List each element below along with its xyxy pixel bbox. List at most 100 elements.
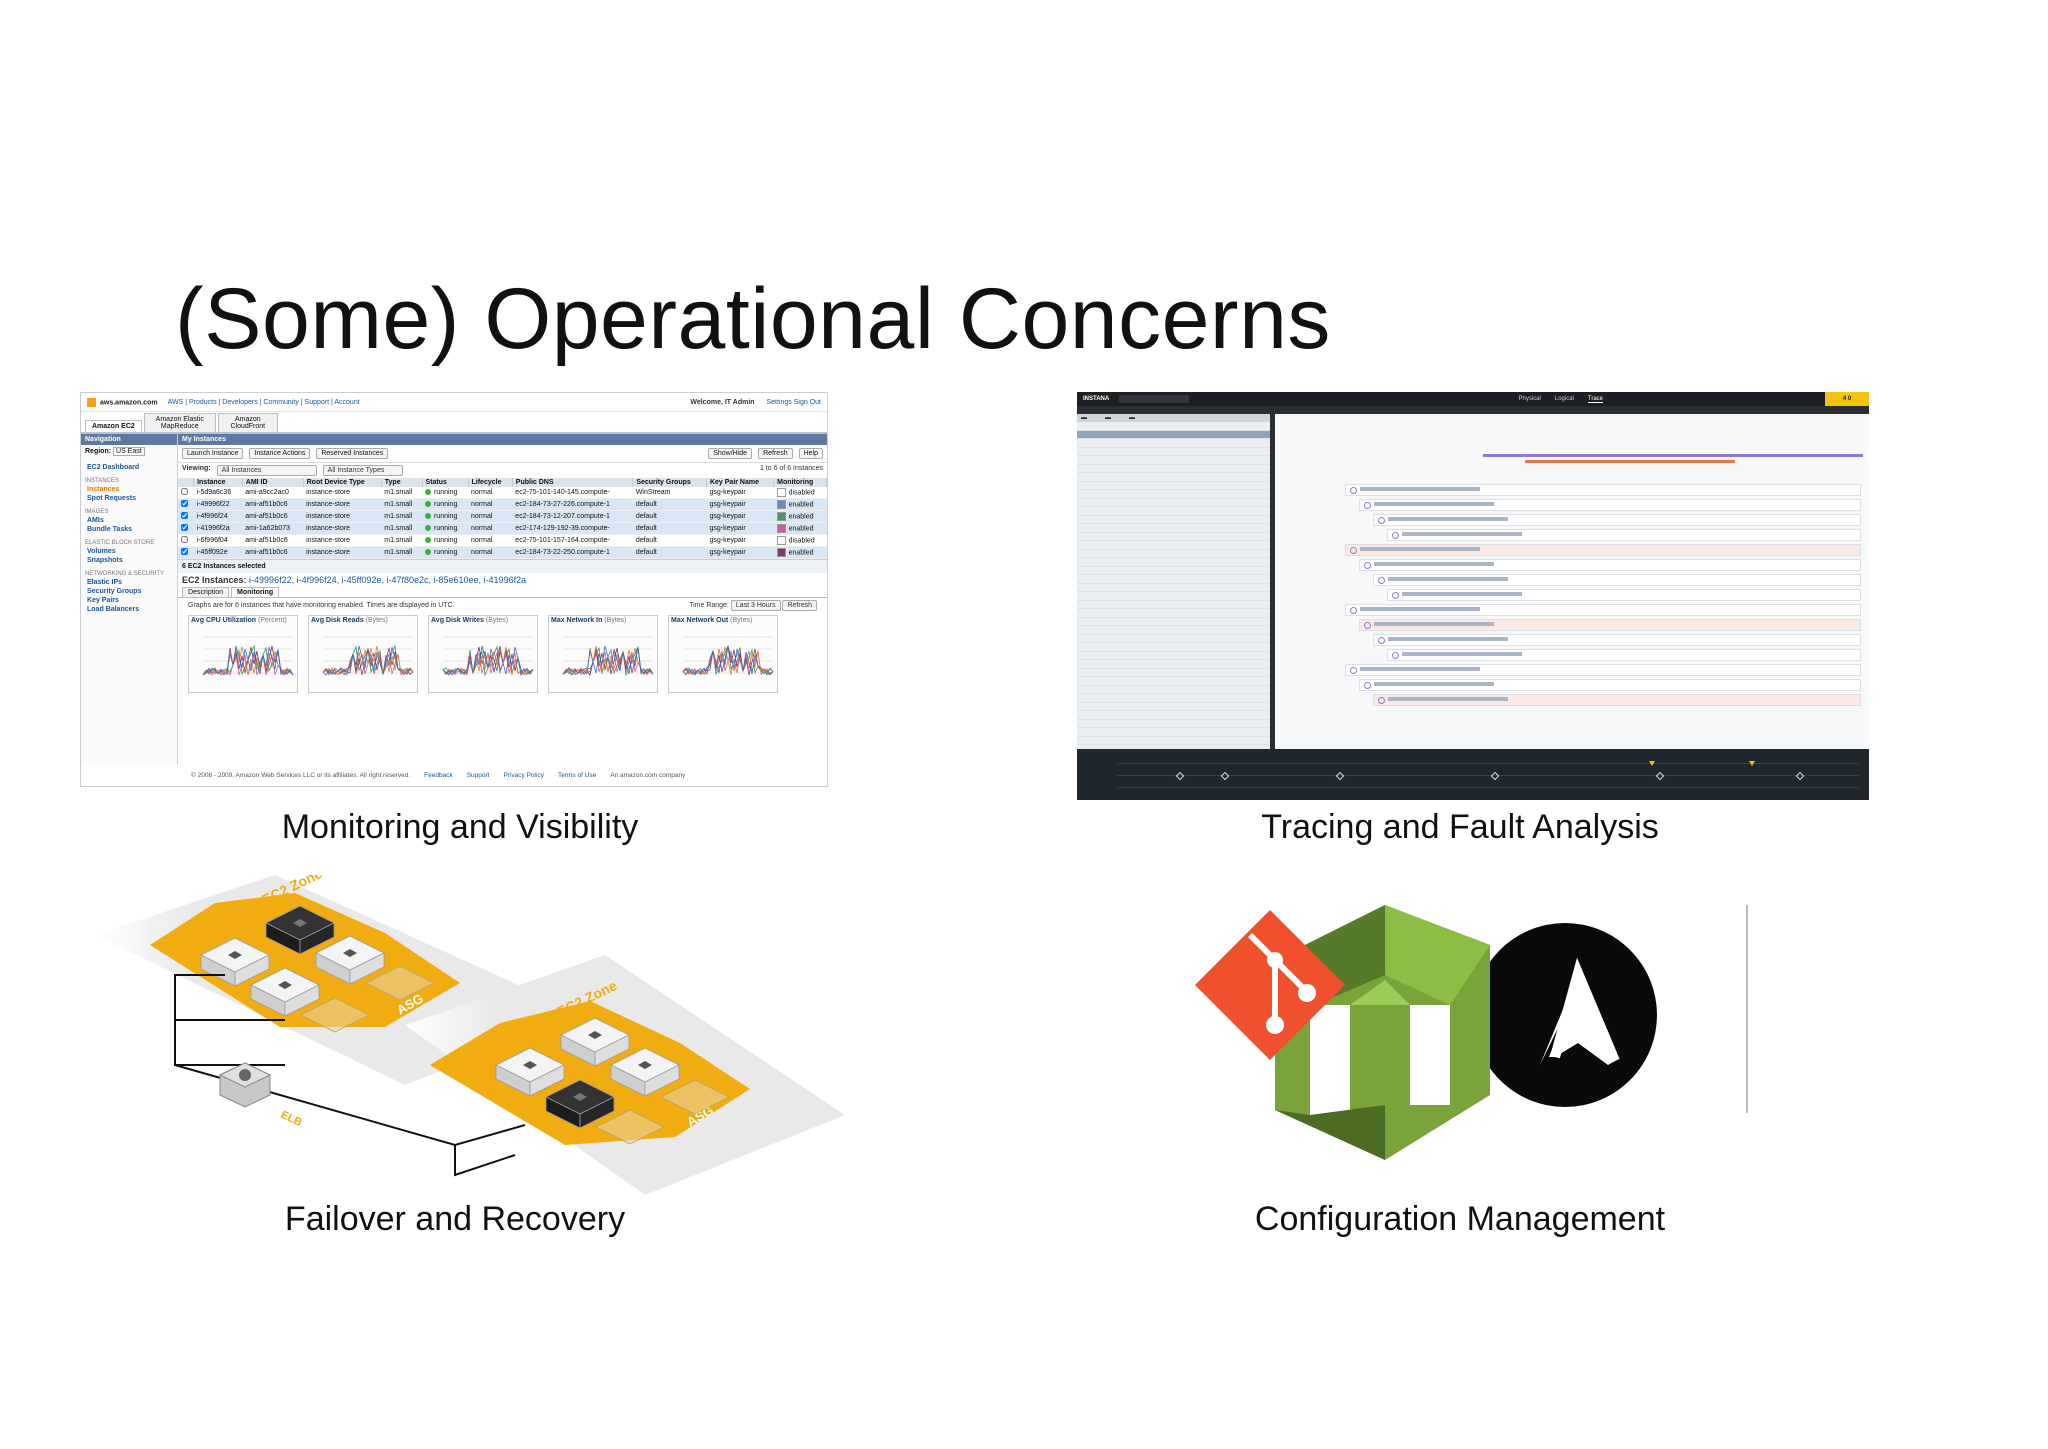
trace-row[interactable]	[1077, 737, 1270, 745]
timeline-event-icon[interactable]	[1490, 771, 1500, 781]
trace-span[interactable]	[1387, 589, 1861, 601]
trace-span[interactable]	[1345, 484, 1861, 496]
trace-row[interactable]	[1077, 456, 1270, 465]
table-cell-instance[interactable]: i-6f996f04	[193, 534, 243, 547]
timeline-event-icon[interactable]	[1175, 771, 1185, 781]
trace-row[interactable]	[1077, 643, 1270, 652]
table-cell-instance[interactable]: i-49996f22	[193, 498, 243, 511]
column-header[interactable]: AMI ID	[242, 478, 304, 487]
trace-row[interactable]	[1077, 592, 1270, 601]
trace-row[interactable]	[1077, 482, 1270, 490]
trace-row[interactable]	[1077, 660, 1270, 669]
trace-span[interactable]	[1359, 619, 1861, 631]
table-cell-instance[interactable]: i-45ff092e	[193, 546, 243, 559]
tab-description[interactable]: Description	[182, 587, 230, 597]
instance-actions-button[interactable]: Instance Actions	[249, 448, 311, 459]
footer-terms[interactable]: Terms of Use	[557, 771, 597, 779]
time-range-select[interactable]: Last 3 Hours	[730, 600, 781, 611]
instana-warning-badge[interactable]: 4 0	[1825, 392, 1869, 406]
trace-span[interactable]	[1345, 544, 1861, 556]
trace-row[interactable]	[1077, 558, 1270, 567]
trace-span[interactable]	[1387, 649, 1861, 661]
column-header[interactable]: Root Device Type	[303, 478, 382, 487]
tab-monitoring[interactable]: Monitoring	[231, 587, 280, 597]
table-cell-instance[interactable]: i-4f996f24	[193, 510, 243, 523]
monitoring-graph[interactable]: Max Network In (Bytes)	[548, 615, 658, 693]
footer-support[interactable]: Support	[466, 771, 490, 779]
trace-row[interactable]	[1077, 728, 1270, 737]
row-checkbox[interactable]	[178, 510, 194, 523]
nav-instances[interactable]: Instances	[87, 486, 120, 493]
row-checkbox[interactable]	[178, 522, 194, 535]
trace-span[interactable]	[1359, 559, 1861, 571]
tab-physical[interactable]: Physical	[1518, 395, 1541, 402]
instana-search[interactable]	[1119, 395, 1190, 403]
column-header[interactable]: Monitoring	[773, 478, 827, 487]
nav-amis[interactable]: AMIs	[87, 517, 104, 524]
trace-span[interactable]	[1359, 679, 1861, 691]
show-hide-button[interactable]: Show/Hide	[708, 448, 753, 459]
row-checkbox[interactable]	[178, 534, 194, 547]
nav-elastic-ips[interactable]: Elastic IPs	[87, 579, 123, 586]
table-cell-instance[interactable]: i-5d9a6c36	[193, 487, 243, 499]
trace-row[interactable]	[1077, 677, 1270, 686]
trace-row[interactable]	[1077, 533, 1270, 541]
column-header[interactable]: Key Pair Name	[706, 478, 775, 487]
nav-load-balancers[interactable]: Load Balancers	[87, 606, 140, 613]
trace-row[interactable]	[1077, 516, 1270, 524]
row-checkbox[interactable]	[178, 487, 194, 499]
row-checkbox[interactable]	[178, 546, 194, 559]
trace-row[interactable]	[1077, 652, 1270, 660]
trace-row[interactable]	[1077, 524, 1270, 533]
trace-row[interactable]	[1077, 711, 1270, 720]
tab-trace[interactable]: Trace	[1587, 395, 1603, 403]
row-checkbox[interactable]	[178, 498, 194, 511]
tab-elastic-mapreduce[interactable]: Amazon Elastic MapReduce	[143, 413, 216, 432]
trace-row[interactable]	[1077, 499, 1270, 507]
footer-privacy[interactable]: Privacy Policy	[503, 771, 544, 779]
timeline-event-icon[interactable]	[1335, 771, 1345, 781]
monitoring-graph[interactable]: Max Network Out (Bytes)	[668, 615, 778, 693]
trace-row[interactable]	[1077, 550, 1270, 558]
table-cell-instance[interactable]: i-41996f2a	[193, 522, 243, 535]
sign-out-link[interactable]: Sign Out	[793, 398, 821, 406]
timeline-event-icon[interactable]	[1220, 771, 1230, 781]
graphs-refresh-button[interactable]: Refresh	[782, 600, 817, 611]
trace-span[interactable]	[1373, 574, 1861, 586]
reserved-instances-button[interactable]: Reserved Instances	[316, 448, 389, 459]
nav-spot-requests[interactable]: Spot Requests	[87, 495, 137, 502]
column-header[interactable]: Lifecycle	[468, 478, 513, 487]
trace-row[interactable]	[1077, 567, 1270, 575]
trace-span[interactable]	[1345, 664, 1861, 676]
trace-row[interactable]	[1077, 686, 1270, 694]
timeline-warning-icon[interactable]	[1749, 761, 1755, 766]
trace-row[interactable]	[1077, 618, 1270, 626]
trace-row[interactable]	[1077, 448, 1270, 456]
timeline-warning-icon[interactable]	[1649, 761, 1655, 766]
trace-span[interactable]	[1373, 694, 1861, 706]
monitoring-graph[interactable]: Avg Disk Writes (Bytes)	[428, 615, 538, 693]
trace-row[interactable]	[1077, 584, 1270, 592]
nav-key-pairs[interactable]: Key Pairs	[87, 597, 119, 604]
trace-row[interactable]	[1077, 626, 1270, 635]
trace-row[interactable]	[1077, 635, 1270, 643]
instance-types-select[interactable]: All Instance Types	[322, 465, 403, 476]
trace-row[interactable]	[1077, 601, 1270, 609]
trace-row[interactable]	[1077, 720, 1270, 728]
trace-row[interactable]	[1077, 507, 1270, 516]
launch-instance-button[interactable]: Launch Instance	[182, 448, 244, 459]
trace-row[interactable]	[1077, 439, 1270, 448]
trace-span[interactable]	[1373, 634, 1861, 646]
trace-row[interactable]	[1077, 430, 1270, 439]
refresh-button[interactable]: Refresh	[758, 448, 793, 459]
nav-snapshots[interactable]: Snapshots	[87, 557, 123, 564]
trace-row[interactable]	[1077, 541, 1270, 550]
trace-row[interactable]	[1077, 575, 1270, 584]
trace-row[interactable]	[1077, 422, 1270, 431]
